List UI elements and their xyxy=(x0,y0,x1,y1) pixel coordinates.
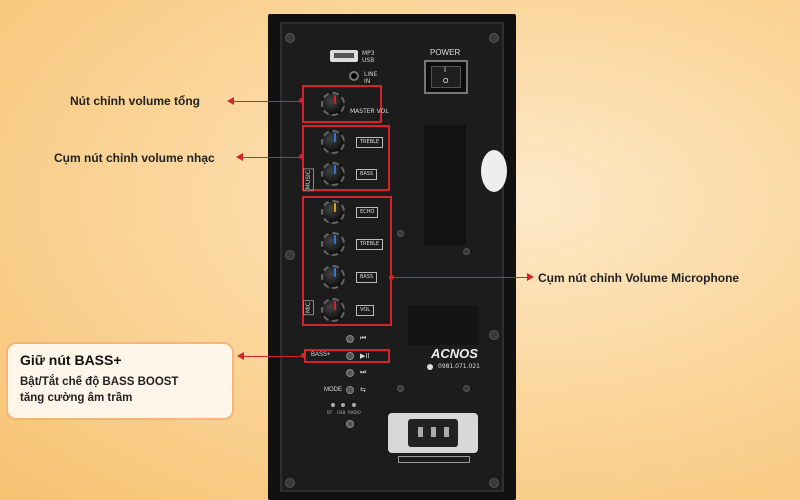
mic-bass-knob[interactable] xyxy=(321,265,345,289)
mic-echo-label: ECHO xyxy=(356,207,379,218)
mic-vol-label: VOL xyxy=(356,305,375,316)
play-pause-icon: ▶II xyxy=(360,353,370,360)
power-switch[interactable]: I O xyxy=(424,60,468,94)
next-button[interactable] xyxy=(346,369,354,377)
indicator-radio: RADIO xyxy=(348,410,361,415)
usb-port[interactable] xyxy=(330,50,358,62)
line-in-label-2: IN xyxy=(364,78,371,85)
arrow-icon xyxy=(236,153,243,161)
bt-led xyxy=(331,403,335,407)
info-line-1: Bật/Tắt chế độ BASS BOOST xyxy=(20,376,179,388)
screw-icon xyxy=(285,250,295,260)
knob-indicator xyxy=(334,268,336,277)
music-volume-callout: Cụm nút chỉnh volume nhạc xyxy=(54,151,215,165)
bass-plus-button[interactable] xyxy=(346,352,354,360)
vent-panel xyxy=(424,125,466,245)
usb-label-1: MP3 xyxy=(362,50,375,57)
knob-indicator xyxy=(334,165,336,174)
brand-plate xyxy=(408,305,478,345)
arrow-icon xyxy=(227,97,234,105)
master-volume-callout: Nút chỉnh volume tổng xyxy=(70,94,200,108)
small-button[interactable] xyxy=(346,420,354,428)
callout-line xyxy=(232,101,302,102)
info-line-2: tăng cường âm trầm xyxy=(20,392,133,404)
master-volume-highlight xyxy=(302,85,382,123)
callout-dot xyxy=(299,154,304,159)
brand-logo: ACNOS xyxy=(431,346,478,361)
mode-icon: ⇆ xyxy=(360,387,366,394)
power-label: POWER xyxy=(430,48,461,57)
callout-dot xyxy=(299,98,304,103)
power-on-mark: I xyxy=(444,67,446,74)
callout-line xyxy=(392,277,527,278)
mic-volume-highlight xyxy=(302,196,392,326)
line-in-label-1: LINE xyxy=(364,71,378,78)
info-title: Giữ nút BASS+ xyxy=(20,352,122,368)
music-volume-highlight xyxy=(302,125,390,191)
knob-indicator xyxy=(334,203,336,212)
music-bass-label: BASS xyxy=(356,169,378,180)
phone-icon xyxy=(427,364,433,370)
mic-bass-label: BASS xyxy=(356,272,378,283)
mic-group-label: MIC xyxy=(303,300,314,316)
screw-icon xyxy=(285,33,295,43)
warning-label xyxy=(398,456,470,463)
arrow-icon xyxy=(237,352,244,360)
indicator-usb: USB xyxy=(337,410,346,415)
bass-plus-info-box: Giữ nút BASS+ Bật/Tắt chế độ BASS BOOST … xyxy=(6,342,234,420)
indicator-bt: BT xyxy=(327,410,333,415)
usb-led xyxy=(341,403,345,407)
music-treble-label: TREBLE xyxy=(356,137,384,148)
mic-volume-callout: Cụm nút chỉnh Volume Microphone xyxy=(538,271,740,285)
mic-treble-label: TREBLE xyxy=(356,239,384,250)
prev-icon: ⏮ xyxy=(360,335,367,342)
screw-icon xyxy=(463,385,470,392)
knob-indicator xyxy=(334,301,336,310)
sticker-icon xyxy=(481,150,507,192)
knob-indicator xyxy=(334,95,336,104)
screw-icon xyxy=(285,478,295,488)
usb-label-2: USB xyxy=(362,57,375,64)
prev-button[interactable] xyxy=(346,335,354,343)
screw-icon xyxy=(463,248,470,255)
knob-indicator xyxy=(334,133,336,142)
line-in-jack[interactable] xyxy=(349,71,359,81)
screw-icon xyxy=(489,330,499,340)
screw-icon xyxy=(489,33,499,43)
music-bass-knob[interactable] xyxy=(321,162,345,186)
master-vol-label: MASTER VOL xyxy=(350,108,389,115)
next-icon: ⏭ xyxy=(360,369,367,376)
screw-icon xyxy=(489,478,499,488)
bass-plus-label: BASS+ xyxy=(311,352,331,358)
mode-button[interactable] xyxy=(346,386,354,394)
callout-dot xyxy=(389,275,394,280)
screw-icon xyxy=(397,230,404,237)
mic-treble-knob[interactable] xyxy=(321,232,345,256)
knob-indicator xyxy=(334,235,336,244)
screw-icon xyxy=(397,385,404,392)
master-volume-knob[interactable] xyxy=(321,92,345,116)
arrow-icon xyxy=(527,273,534,281)
mode-label: MODE xyxy=(324,387,342,393)
mic-vol-knob[interactable] xyxy=(321,298,345,322)
power-socket[interactable] xyxy=(388,413,478,453)
radio-led xyxy=(352,403,356,407)
callout-dot xyxy=(301,353,306,358)
power-off-mark: O xyxy=(443,78,449,85)
hotline: 0981.071.021 xyxy=(438,363,480,370)
mic-echo-knob[interactable] xyxy=(321,200,345,224)
callout-line xyxy=(242,356,304,357)
music-treble-knob[interactable] xyxy=(321,130,345,154)
music-group-label: MUSIC xyxy=(303,168,314,192)
callout-line xyxy=(241,157,302,158)
